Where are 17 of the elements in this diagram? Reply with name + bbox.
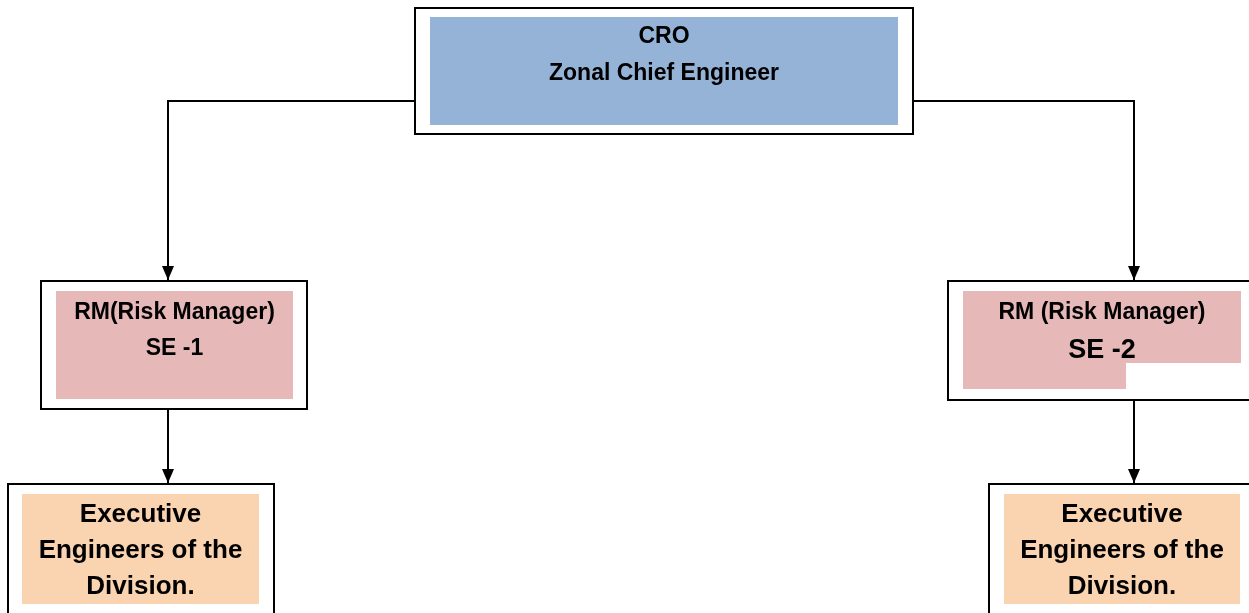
- arrow: [913, 100, 1140, 281]
- role-text: RM (Risk Manager): [997, 297, 1207, 326]
- role-text: SE -1: [144, 333, 205, 362]
- arrow: [162, 100, 415, 281]
- org-box: [7, 483, 275, 613]
- role-text: Zonal Chief Engineer: [548, 58, 780, 87]
- org-box: [947, 280, 1249, 401]
- role-text: Executive Engineers of the Division.: [1019, 497, 1225, 602]
- role-text: CRO: [637, 21, 691, 50]
- role-text: Executive Engineers of the Division.: [37, 497, 244, 602]
- org-box: [40, 280, 308, 410]
- role-text: SE -2: [1067, 333, 1137, 366]
- arrow: [1128, 400, 1140, 484]
- org-box: [414, 7, 914, 135]
- org-box: [988, 483, 1249, 613]
- role-text: RM(Risk Manager): [73, 297, 276, 326]
- arrow: [162, 409, 174, 484]
